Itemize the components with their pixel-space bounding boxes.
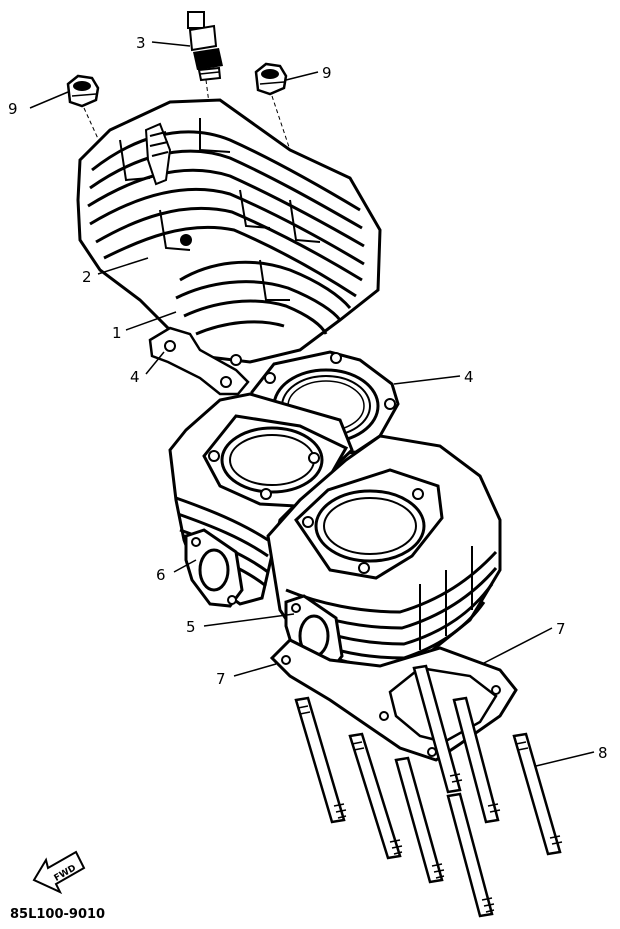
cylinder-head-part-1 — [76, 98, 382, 366]
callout-4-left: 4 — [130, 368, 140, 386]
head-gasket-left-part-4 — [148, 326, 250, 396]
callout-9-right: 9 — [322, 64, 332, 82]
stud-bolts-part-8 — [294, 664, 563, 918]
callout-6: 6 — [156, 566, 166, 584]
base-gasket-part-7 — [269, 638, 518, 762]
leader-lines — [29, 41, 595, 767]
callout-7-left: 7 — [216, 670, 226, 688]
callout-8: 8 — [598, 744, 608, 762]
drawing-code: 85L100-9010 — [10, 907, 105, 922]
spark-plug-part-3 — [187, 11, 223, 82]
callout-1: 1 — [112, 324, 122, 342]
cap-nut-left-part-9 — [66, 74, 100, 108]
callout-9-left: 9 — [8, 100, 18, 118]
callout-2: 2 — [82, 268, 92, 286]
cap-nut-right-part-9 — [254, 62, 288, 96]
callout-3: 3 — [136, 34, 146, 52]
callout-4-right: 4 — [464, 368, 474, 386]
exhaust-flange-part-6 — [184, 528, 244, 608]
forward-arrow-icon: FWD — [32, 850, 86, 895]
callout-5: 5 — [186, 618, 196, 636]
callout-7-right: 7 — [556, 620, 566, 638]
